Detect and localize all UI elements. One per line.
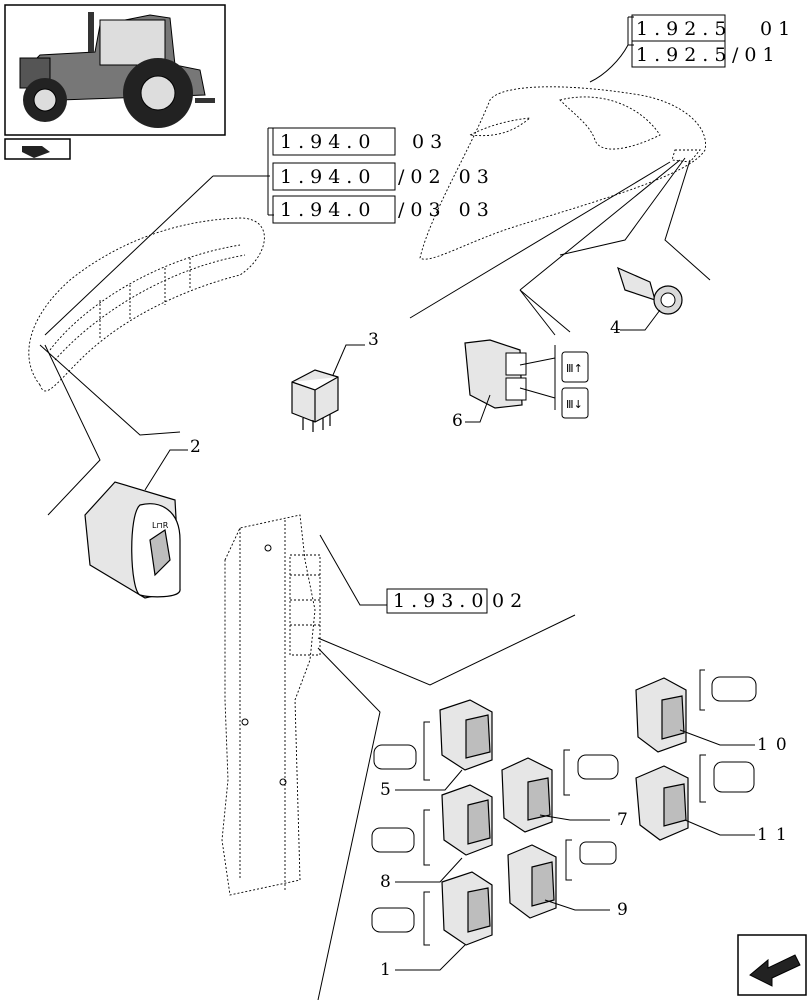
callout-7[interactable]: 7 bbox=[617, 810, 628, 830]
rocker-switch-7[interactable] bbox=[501, 749, 619, 833]
reference-suffix: /03 03 bbox=[398, 199, 495, 221]
callout-3[interactable]: 3 bbox=[368, 330, 379, 350]
callout-2[interactable]: 2 bbox=[190, 437, 201, 457]
lift-down-icon bbox=[561, 387, 589, 419]
rocker-icon-9 bbox=[579, 841, 617, 865]
tractor-icon bbox=[19, 12, 215, 128]
callout-6[interactable]: 6 bbox=[452, 411, 463, 431]
rocker-icon-1 bbox=[371, 907, 415, 933]
rocker-switch-10[interactable] bbox=[635, 669, 757, 753]
thumbnail-badge bbox=[4, 138, 71, 160]
cab-handrail-outline bbox=[28, 175, 270, 516]
rocker-switch-8[interactable] bbox=[371, 784, 493, 883]
ref-block-1-92-5: 1.92.5 01 1.92.5 /01 bbox=[627, 14, 796, 68]
mirror-switch-part[interactable]: L⊓R bbox=[84, 449, 188, 599]
rocker-switch-11[interactable] bbox=[635, 754, 755, 841]
location-pointer-icon bbox=[22, 146, 50, 158]
back-arrow-icon bbox=[749, 954, 801, 987]
svg-text:L⊓R: L⊓R bbox=[152, 521, 169, 530]
callout-4[interactable]: 4 bbox=[610, 318, 621, 338]
reference-suffix: /02 03 bbox=[398, 166, 495, 188]
reference-suffix: /01 bbox=[732, 44, 781, 66]
control-panel-outline bbox=[221, 514, 576, 1000]
callout-8[interactable]: 8 bbox=[380, 872, 391, 892]
rocker-switch-1[interactable] bbox=[371, 871, 493, 971]
svg-text:Ⅲ↑: Ⅲ↑ bbox=[566, 362, 583, 375]
back-navigation-button[interactable] bbox=[737, 934, 807, 996]
rocker-switch-9[interactable] bbox=[507, 839, 617, 919]
fender-outline bbox=[409, 44, 711, 336]
dual-switch-part[interactable]: Ⅲ↑ Ⅲ↓ bbox=[464, 339, 589, 423]
reference-code[interactable]: 1.93.0 bbox=[393, 590, 489, 612]
bulb-part[interactable] bbox=[617, 266, 683, 331]
callout-10[interactable]: 10 bbox=[757, 735, 795, 755]
callout-11[interactable]: 11 bbox=[757, 825, 795, 845]
rocker-icon-5 bbox=[373, 744, 417, 770]
reference-code[interactable]: 1.94.0 bbox=[280, 199, 376, 221]
rocker-icon-11 bbox=[713, 761, 755, 793]
reference-code[interactable]: 1.94.0 bbox=[280, 131, 376, 153]
callout-1[interactable]: 1 bbox=[380, 960, 391, 980]
reference-suffix: 01 bbox=[760, 18, 796, 40]
rocker-icon-10 bbox=[711, 676, 757, 702]
rocker-icon-8 bbox=[371, 827, 415, 853]
relay-part[interactable] bbox=[291, 344, 365, 432]
lift-up-icon bbox=[561, 351, 589, 383]
ref-block-1-94-0: 1.94.0 03 1.94.0 /02 03 1.94.0 /03 03 bbox=[267, 127, 495, 224]
reference-code[interactable]: 1.92.5 bbox=[636, 18, 732, 40]
rocker-switch-5[interactable] bbox=[373, 699, 493, 791]
svg-text:Ⅲ↓: Ⅲ↓ bbox=[566, 398, 583, 411]
reference-code[interactable]: 1.94.0 bbox=[280, 166, 376, 188]
callout-5[interactable]: 5 bbox=[380, 780, 391, 800]
reference-code[interactable]: 1.92.5 bbox=[636, 44, 732, 66]
callout-9[interactable]: 9 bbox=[617, 900, 628, 920]
rocker-icon-7 bbox=[577, 754, 619, 780]
reference-suffix: 03 bbox=[412, 131, 448, 153]
reference-suffix: 02 bbox=[492, 590, 528, 612]
ref-block-1-93-0: 1.93.0 02 bbox=[386, 588, 528, 614]
tractor-thumbnail[interactable] bbox=[4, 4, 226, 136]
